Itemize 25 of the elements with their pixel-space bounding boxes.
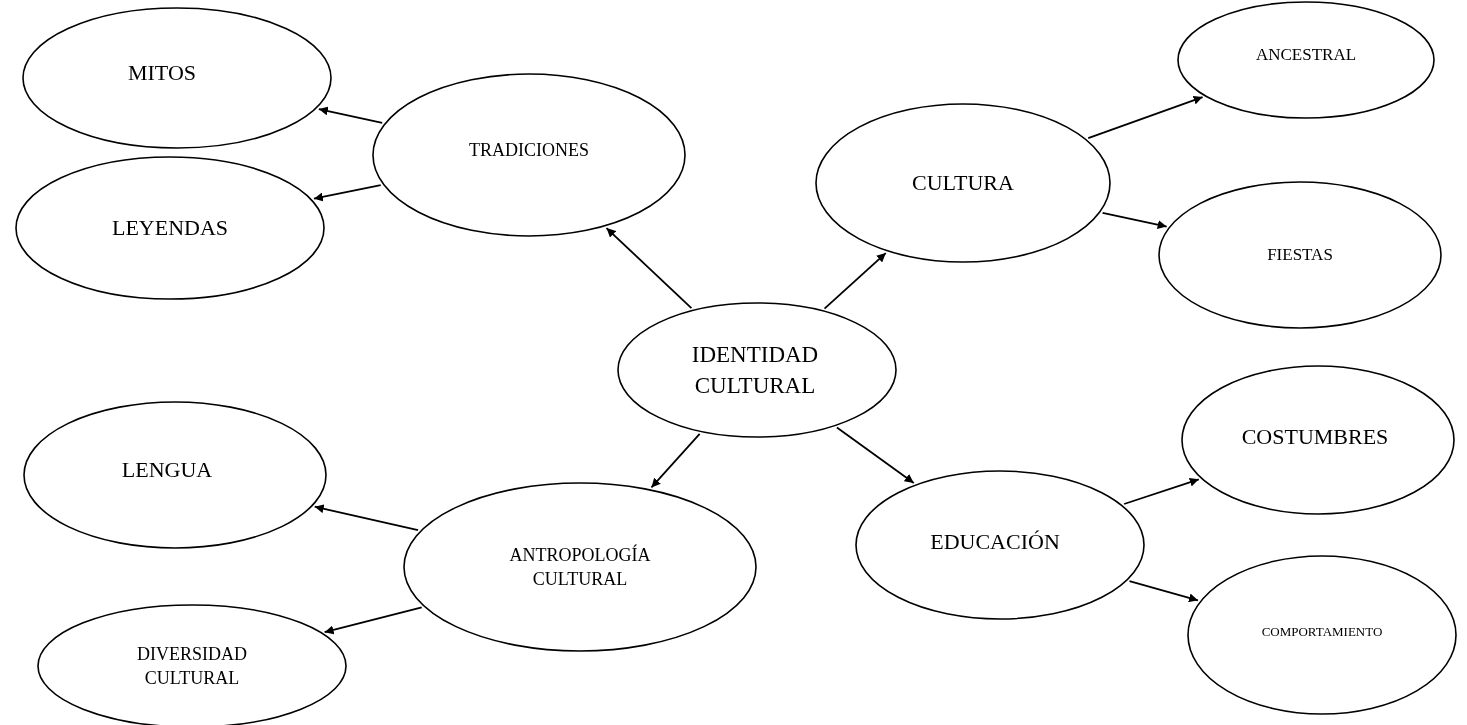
node-label: ANCESTRAL: [1254, 43, 1358, 66]
node-label: IDENTIDAD CULTURAL: [690, 340, 820, 400]
arrow: [1087, 95, 1204, 139]
arrow: [836, 426, 915, 484]
arrow: [323, 606, 423, 635]
node-label: LENGUA: [120, 456, 214, 485]
arrow: [1101, 211, 1168, 230]
node-label: COMPORTAMIENTO: [1260, 623, 1384, 641]
arrow: [313, 504, 419, 532]
arrow: [313, 184, 382, 202]
node-label: TRADICIONES: [468, 138, 590, 162]
node-label: MITOS: [126, 59, 198, 88]
node-label: LEYENDAS: [110, 214, 230, 243]
node-label: DIVERSIDAD CULTURAL: [136, 642, 248, 690]
arrow: [605, 227, 693, 310]
node-label: EDUCACIÓN: [929, 528, 1061, 557]
arrow: [1123, 477, 1200, 505]
node-label: ANTROPOLOGÍA CULTURAL: [508, 543, 652, 591]
node-label: FIESTAS: [1266, 243, 1334, 266]
arrow: [650, 432, 701, 489]
arrow: [823, 252, 887, 310]
arrow: [317, 106, 384, 124]
node-label: CULTURA: [911, 169, 1015, 198]
node-label: COSTUMBRES: [1240, 423, 1390, 452]
arrow: [1128, 580, 1199, 603]
